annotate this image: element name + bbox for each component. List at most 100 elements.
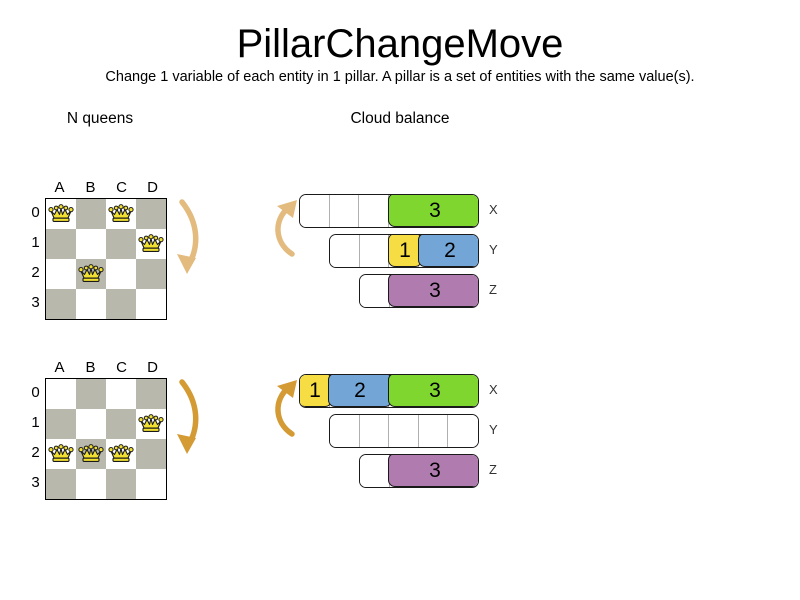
capacity-unit-cell bbox=[360, 275, 390, 307]
board-cell-D1[interactable] bbox=[136, 229, 166, 259]
board-cell-D2[interactable] bbox=[136, 439, 166, 469]
arrow-up-cloud-icon bbox=[275, 380, 297, 437]
board-cell-C0[interactable] bbox=[106, 199, 136, 229]
process-segment-2[interactable]: 2 bbox=[418, 235, 478, 267]
board-cell-C2[interactable] bbox=[106, 259, 136, 289]
computer-label-z: Z bbox=[489, 462, 497, 477]
queen-piece[interactable] bbox=[48, 443, 74, 465]
board-cell-A0[interactable] bbox=[46, 199, 76, 229]
board-column-label-d: D bbox=[147, 179, 158, 196]
board-cell-C1[interactable] bbox=[106, 229, 136, 259]
process-segment-3[interactable]: 3 bbox=[388, 455, 478, 487]
board-cell-B0[interactable] bbox=[76, 199, 106, 229]
computer-capacity-bar[interactable]: 3 bbox=[359, 454, 479, 488]
queen-icon bbox=[138, 414, 164, 432]
board-row-label-1: 1 bbox=[31, 234, 40, 251]
board-column-label-a: A bbox=[54, 179, 65, 196]
board-column-label-b: B bbox=[85, 359, 96, 376]
queen-piece[interactable] bbox=[78, 263, 104, 285]
queen-piece[interactable] bbox=[108, 443, 134, 465]
queen-icon bbox=[78, 444, 104, 462]
board-row-label-1: 1 bbox=[31, 414, 40, 431]
board-cell-C0[interactable] bbox=[106, 379, 136, 409]
board-cell-D3[interactable] bbox=[136, 289, 166, 319]
capacity-unit-cell bbox=[330, 235, 360, 267]
queen-piece[interactable] bbox=[48, 203, 74, 225]
board-cell-C2[interactable] bbox=[106, 439, 136, 469]
capacity-unit-cell bbox=[359, 195, 390, 227]
section-heading-cloud-balance: Cloud balance bbox=[350, 110, 450, 127]
computer-label-x: X bbox=[489, 382, 498, 397]
board-cell-C1[interactable] bbox=[106, 409, 136, 439]
queen-icon bbox=[108, 204, 134, 222]
arrow-up-cloud-icon bbox=[275, 200, 297, 257]
queen-piece[interactable] bbox=[108, 203, 134, 225]
board-cell-B1[interactable] bbox=[76, 229, 106, 259]
chess-grid[interactable] bbox=[45, 198, 167, 320]
board-cell-B0[interactable] bbox=[76, 379, 106, 409]
capacity-unit-cell bbox=[448, 415, 478, 447]
queen-icon bbox=[78, 264, 104, 282]
board-cell-B3[interactable] bbox=[76, 289, 106, 319]
board-cell-A0[interactable] bbox=[46, 379, 76, 409]
process-segment-3[interactable]: 3 bbox=[388, 375, 478, 407]
queen-icon bbox=[48, 444, 74, 462]
board-column-label-b: B bbox=[85, 179, 96, 196]
capacity-unit-cell bbox=[389, 415, 419, 447]
board-cell-D0[interactable] bbox=[136, 199, 166, 229]
board-cell-D2[interactable] bbox=[136, 259, 166, 289]
computer-capacity-bar[interactable] bbox=[329, 414, 479, 448]
queen-piece[interactable] bbox=[138, 233, 164, 255]
queen-piece[interactable] bbox=[138, 413, 164, 435]
board-cell-A3[interactable] bbox=[46, 469, 76, 499]
board-column-label-c: C bbox=[116, 179, 127, 196]
board-cell-C3[interactable] bbox=[106, 289, 136, 319]
capacity-unit-cell bbox=[330, 415, 360, 447]
chess-grid[interactable] bbox=[45, 378, 167, 500]
board-column-label-a: A bbox=[54, 359, 65, 376]
board-row-label-3: 3 bbox=[31, 474, 40, 491]
process-segment-3[interactable]: 3 bbox=[388, 195, 478, 227]
computer-label-x: X bbox=[489, 202, 498, 217]
board-cell-B1[interactable] bbox=[76, 409, 106, 439]
process-segment-3[interactable]: 3 bbox=[388, 275, 478, 307]
board-row-label-0: 0 bbox=[31, 384, 40, 401]
board-column-label-d: D bbox=[147, 359, 158, 376]
board-row-labels: 0 1 2 3 bbox=[28, 378, 43, 498]
capacity-unit-cell bbox=[329, 195, 360, 227]
capacity-unit-cell bbox=[359, 415, 390, 447]
computer-capacity-bar[interactable]: 3 bbox=[359, 274, 479, 308]
board-cell-D3[interactable] bbox=[136, 469, 166, 499]
computer-label-z: Z bbox=[489, 282, 497, 297]
board-cell-C3[interactable] bbox=[106, 469, 136, 499]
process-segment-1[interactable]: 1 bbox=[388, 235, 422, 267]
board-cell-A1[interactable] bbox=[46, 229, 76, 259]
arrow-down-nqueens-icon bbox=[177, 379, 199, 454]
computer-capacity-bar[interactable]: 3 bbox=[299, 194, 479, 228]
board-cell-A2[interactable] bbox=[46, 439, 76, 469]
queen-piece[interactable] bbox=[78, 443, 104, 465]
board-cell-B2[interactable] bbox=[76, 259, 106, 289]
capacity-unit-cell bbox=[300, 195, 330, 227]
cloud-computer-row-y: Y bbox=[329, 414, 498, 448]
board-cell-A2[interactable] bbox=[46, 259, 76, 289]
board-cell-A1[interactable] bbox=[46, 409, 76, 439]
board-cell-D0[interactable] bbox=[136, 379, 166, 409]
process-segment-2[interactable]: 2 bbox=[328, 375, 392, 407]
board-column-labels: A B C D bbox=[44, 178, 168, 198]
board-cell-B2[interactable] bbox=[76, 439, 106, 469]
board-cell-A3[interactable] bbox=[46, 289, 76, 319]
page-subtitle: Change 1 variable of each entity in 1 pi… bbox=[105, 69, 695, 85]
board-cell-B3[interactable] bbox=[76, 469, 106, 499]
board-cell-D1[interactable] bbox=[136, 409, 166, 439]
board-row-label-2: 2 bbox=[31, 444, 40, 461]
capacity-unit-cell bbox=[360, 455, 390, 487]
